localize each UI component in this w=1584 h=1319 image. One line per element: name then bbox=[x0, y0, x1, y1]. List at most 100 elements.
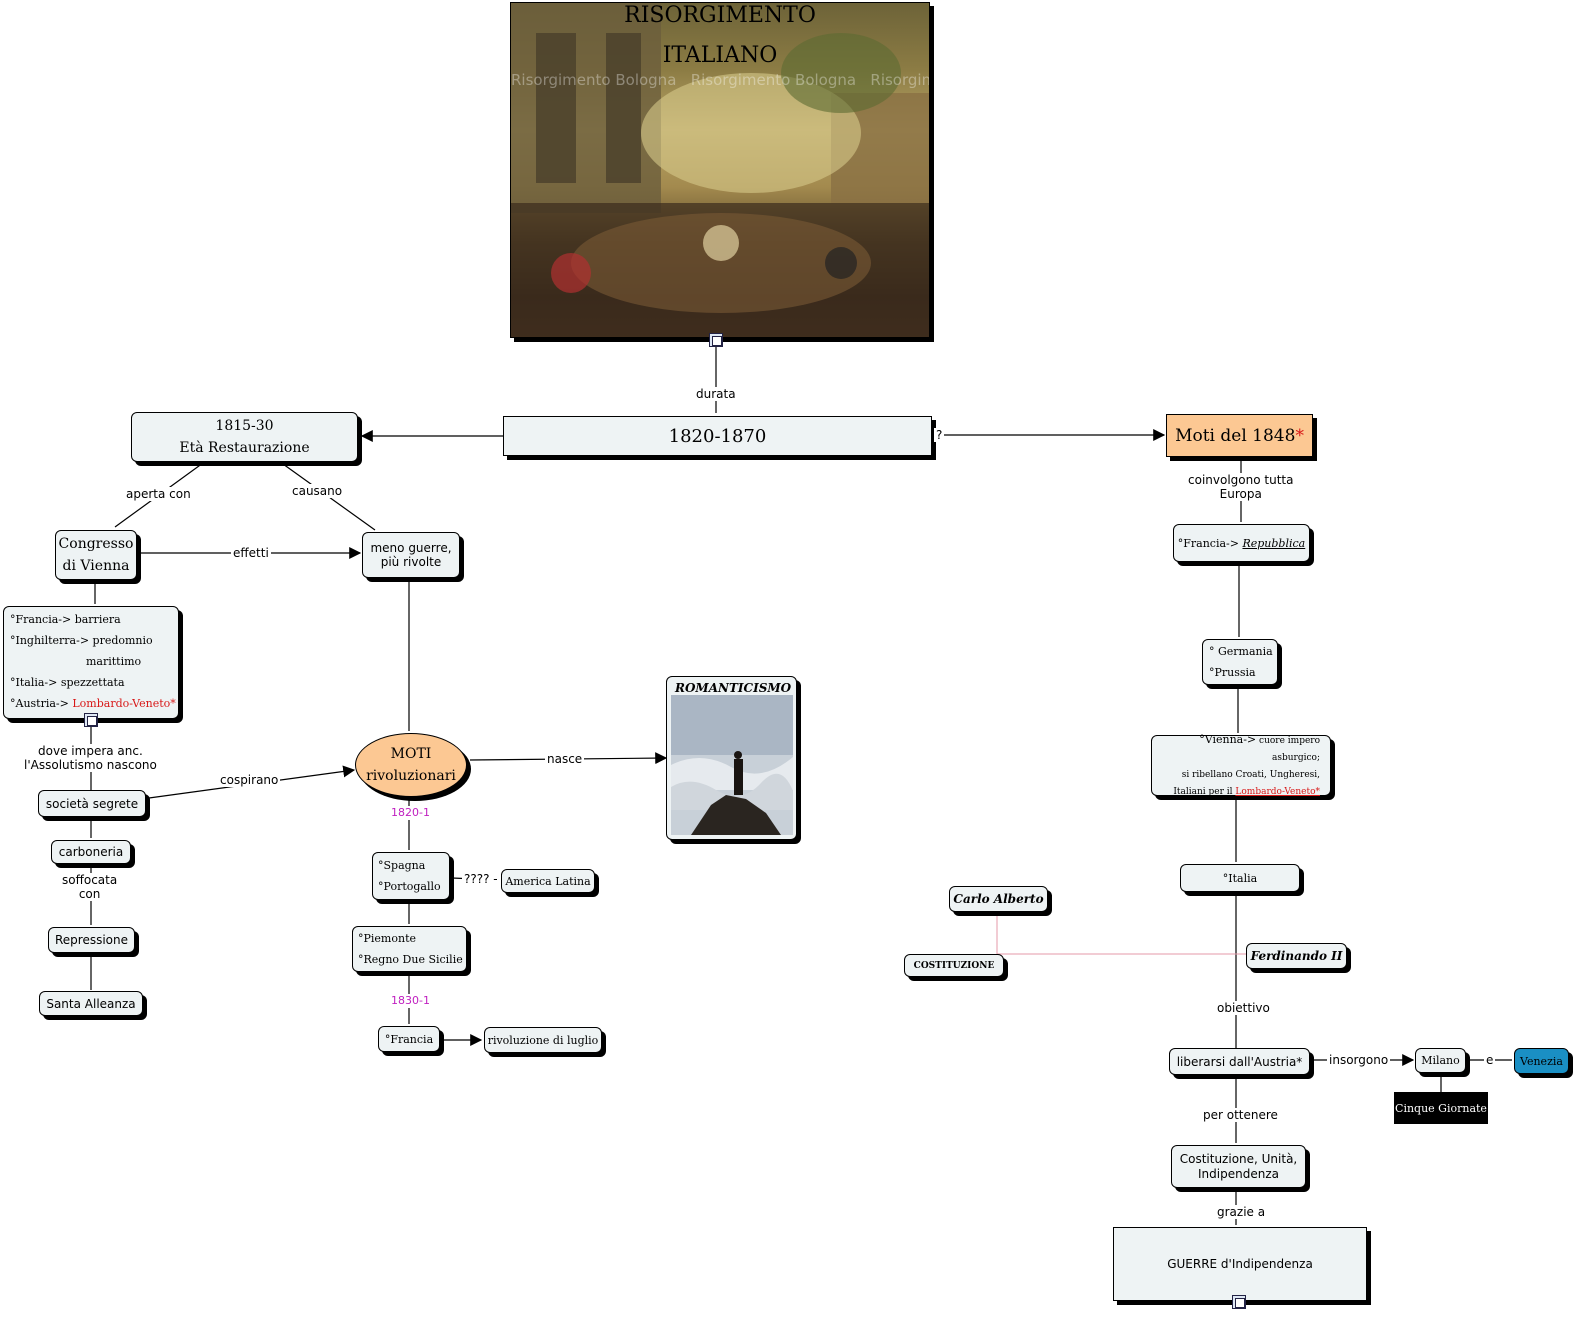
congresso-effects-node[interactable]: °Francia-> barriera °Inghilterra-> predo… bbox=[3, 606, 179, 719]
carlo-alberto-text: Carlo Alberto bbox=[953, 892, 1044, 906]
vienna-line-3: Italiani per il Lombardo-Veneto* bbox=[1173, 786, 1320, 797]
congresso-node[interactable]: Congresso di Vienna bbox=[55, 530, 137, 580]
ferdinando-node[interactable]: Ferdinando II bbox=[1246, 943, 1347, 969]
vienna-lombardo-link[interactable]: Lombardo-Veneto* bbox=[1235, 786, 1320, 797]
cinque-giornate-text: Cinque Giornate bbox=[1395, 1101, 1487, 1115]
vienna-line-1: °Vienna-> cuore impero asburgico; bbox=[1199, 732, 1320, 763]
coinvolgono-line-2: Europa bbox=[1219, 487, 1262, 501]
francia-1830-node[interactable]: °Francia bbox=[378, 1026, 440, 1052]
piemonte-line-1: °Piemonte bbox=[358, 932, 416, 945]
label-effetti: effetti bbox=[231, 546, 271, 560]
label-obiettivo: obiettivo bbox=[1215, 1001, 1272, 1015]
effect-italia: °Italia-> spezzettata bbox=[10, 676, 125, 689]
repressione-text: Repressione bbox=[54, 933, 129, 947]
wanderer-painting bbox=[671, 695, 793, 835]
lombardo-veneto-link[interactable]: Lombardo-Veneto* bbox=[72, 697, 176, 710]
moti-1848-text: Moti del 1848* bbox=[1175, 425, 1304, 446]
costituzione-unita-line-2: Indipendenza bbox=[1198, 1166, 1279, 1181]
italia-node[interactable]: °Italia bbox=[1180, 864, 1300, 892]
repubblica-link[interactable]: Repubblica bbox=[1242, 536, 1306, 550]
dove-impera-line-1: dove impera anc. bbox=[38, 744, 143, 758]
costituzione-unita-node[interactable]: Costituzione, Unità, Indipendenza bbox=[1171, 1145, 1306, 1188]
repressione-node[interactable]: Repressione bbox=[48, 927, 135, 953]
germania-node[interactable]: ° Germania °Prussia bbox=[1202, 639, 1278, 685]
label-question: ? bbox=[934, 428, 945, 442]
spagna-portogallo-node[interactable]: °Spagna °Portogallo bbox=[372, 852, 450, 900]
effect-austria: °Austria-> Lombardo-Veneto* bbox=[10, 697, 176, 710]
label-cospirano: cospirano bbox=[218, 773, 281, 787]
liberarsi-text: liberarsi dall'Austria* bbox=[1176, 1054, 1303, 1069]
costituzione-unita-line-1: Costituzione, Unità, bbox=[1179, 1151, 1298, 1166]
label-grazie-a: grazie a bbox=[1215, 1205, 1268, 1219]
coinvolgono-line-1: coinvolgono tutta bbox=[1188, 473, 1294, 487]
carboneria-node[interactable]: carboneria bbox=[51, 840, 131, 864]
rivoluzione-luglio-node[interactable]: rivoluzione di luglio bbox=[484, 1027, 602, 1053]
moti-rivoluzionari-node[interactable]: MOTI rivoluzionari bbox=[355, 733, 467, 797]
label-insorgono: insorgono bbox=[1327, 1053, 1391, 1067]
dove-impera-line-2: l'Assolutismo nascono bbox=[24, 758, 157, 772]
milano-node[interactable]: Milano bbox=[1415, 1048, 1466, 1073]
label-durata: durata bbox=[694, 387, 738, 401]
restaurazione-name: Età Restaurazione bbox=[179, 440, 310, 456]
ferdinando-text: Ferdinando II bbox=[1250, 949, 1343, 963]
vienna-line-2: si ribellano Croati, Ungheresi, bbox=[1181, 769, 1320, 780]
spagna-line-2: °Portogallo bbox=[378, 880, 441, 893]
milano-text: Milano bbox=[1421, 1054, 1460, 1067]
painting-watermark: Risorgimento Bologna Risorgimento Bologn… bbox=[511, 71, 929, 89]
america-latina-node[interactable]: America Latina bbox=[501, 869, 595, 893]
title-line-1: RISORGIMENTO bbox=[624, 3, 816, 28]
congresso-line-1: Congresso bbox=[58, 536, 134, 552]
costituzione-node[interactable]: COSTITUZIONE bbox=[904, 954, 1004, 977]
francia-repubblica-node[interactable]: °Francia-> Repubblica bbox=[1173, 524, 1310, 562]
label-date-1820: 1820-1 bbox=[389, 806, 432, 820]
francia-repubblica-text: °Francia-> Repubblica bbox=[1177, 536, 1306, 550]
liberarsi-node[interactable]: liberarsi dall'Austria* bbox=[1169, 1048, 1310, 1075]
effect-inghilterra: °Inghilterra-> predomnio bbox=[10, 634, 153, 647]
costituzione-text: COSTITUZIONE bbox=[913, 960, 995, 971]
effect-inghilterra-2: marittimo bbox=[86, 655, 142, 668]
societa-segrete-text: società segrete bbox=[45, 796, 139, 811]
rivoluzione-luglio-text: rivoluzione di luglio bbox=[487, 1033, 599, 1047]
romanticismo-node[interactable]: ROMANTICISMO bbox=[666, 676, 797, 840]
label-soffocata: soffocata con bbox=[60, 873, 120, 901]
santa-alleanza-text: Santa Alleanza bbox=[46, 996, 136, 1011]
label-question-marks: ???? - bbox=[462, 872, 500, 886]
piemonte-node[interactable]: °Piemonte °Regno Due Sicilie bbox=[352, 926, 467, 972]
label-dove-impera: dove impera anc. l'Assolutismo nascono bbox=[22, 744, 159, 772]
label-date-1830: 1830-1 bbox=[389, 994, 432, 1008]
america-latina-text: America Latina bbox=[505, 874, 591, 888]
submap-icon[interactable] bbox=[1232, 1295, 1246, 1309]
painting-scene bbox=[511, 3, 929, 337]
spagna-line-1: °Spagna bbox=[378, 859, 426, 872]
restaurazione-years: 1815-30 bbox=[215, 418, 274, 434]
venezia-node[interactable]: Venezia bbox=[1514, 1048, 1569, 1074]
vienna-node[interactable]: °Vienna-> cuore impero asburgico; si rib… bbox=[1151, 733, 1331, 797]
francia-1830-text: °Francia bbox=[384, 1032, 434, 1046]
title-line-2: ITALIANO bbox=[662, 43, 778, 68]
label-causano: causano bbox=[290, 484, 345, 498]
effect-francia: °Francia-> barriera bbox=[10, 613, 121, 626]
meno-guerre-line-1: meno guerre, bbox=[370, 541, 452, 555]
image-icon[interactable] bbox=[84, 713, 98, 727]
carlo-alberto-node[interactable]: Carlo Alberto bbox=[949, 886, 1048, 912]
moti-line-1: MOTI bbox=[390, 746, 432, 762]
santa-alleanza-node[interactable]: Santa Alleanza bbox=[39, 991, 143, 1016]
moti-1848-node[interactable]: Moti del 1848* bbox=[1166, 414, 1313, 457]
guerre-indipendenza-text: GUERRE d'Indipendenza bbox=[1167, 1257, 1313, 1271]
societa-segrete-node[interactable]: società segrete bbox=[38, 790, 146, 817]
venezia-text: Venezia bbox=[1520, 1054, 1563, 1068]
label-aperta-con: aperta con bbox=[124, 487, 193, 501]
moti-line-2: rivoluzionari bbox=[366, 768, 456, 784]
germania-line-2: °Prussia bbox=[1209, 666, 1256, 679]
period-node[interactable]: 1820-1870 bbox=[503, 416, 932, 456]
italia-text: °Italia bbox=[1222, 871, 1258, 885]
document-icon[interactable] bbox=[709, 333, 723, 347]
meno-guerre-node[interactable]: meno guerre, più rivolte bbox=[362, 532, 460, 578]
restaurazione-node[interactable]: 1815-30 Età Restaurazione bbox=[131, 412, 358, 462]
carboneria-text: carboneria bbox=[58, 845, 124, 859]
piemonte-line-2: °Regno Due Sicilie bbox=[358, 953, 463, 966]
guerre-indipendenza-node[interactable]: GUERRE d'Indipendenza bbox=[1113, 1227, 1367, 1301]
germania-line-1: ° Germania bbox=[1209, 645, 1273, 658]
label-nasce: nasce bbox=[545, 752, 585, 766]
cinque-giornate-node[interactable]: Cinque Giornate bbox=[1394, 1092, 1488, 1124]
